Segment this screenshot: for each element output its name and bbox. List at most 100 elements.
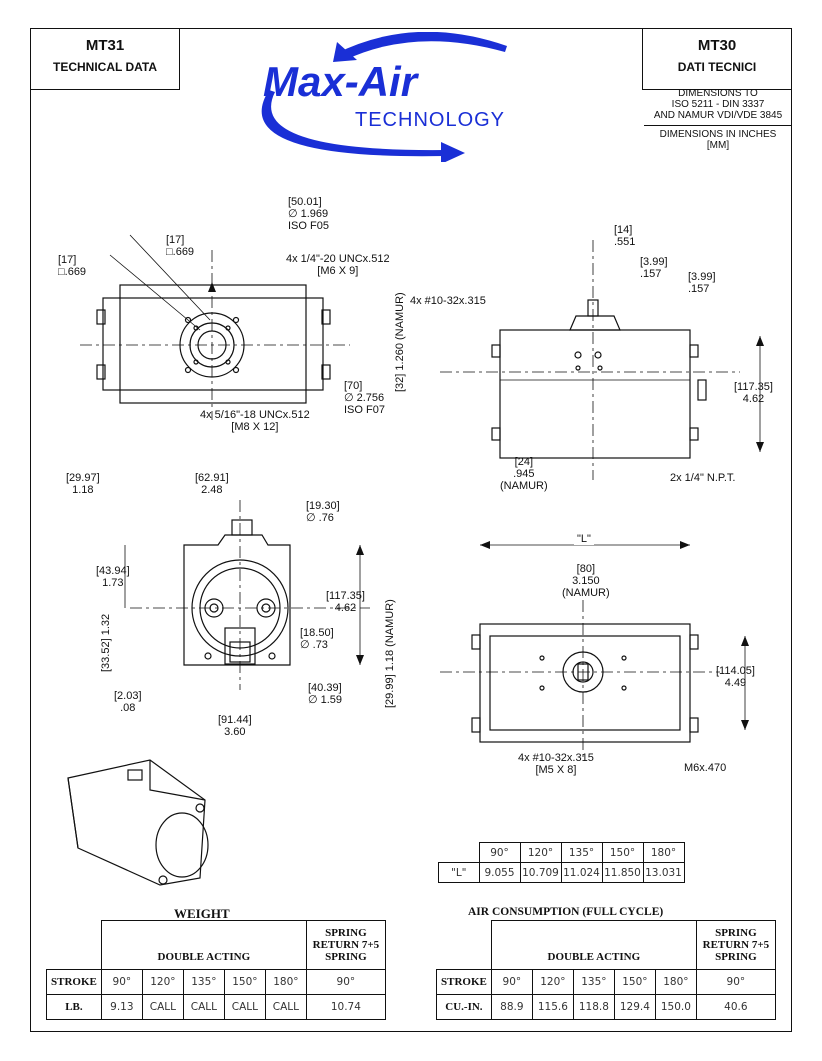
table-cell: CALL bbox=[264, 994, 307, 1020]
dim-text: [19.30] bbox=[306, 500, 340, 512]
table-cell: 180° bbox=[642, 842, 685, 863]
dim-text: [3.99] bbox=[640, 256, 668, 268]
dim-text: [17] bbox=[58, 254, 77, 266]
air-consumption-title: AIR CONSUMPTION (FULL CYCLE) bbox=[468, 906, 664, 918]
table-cell: 135° bbox=[182, 969, 225, 995]
dim-text: [3.99] bbox=[688, 271, 716, 283]
cu-in-label: CU.-IN. bbox=[436, 994, 492, 1020]
table-cell: 10.74 bbox=[305, 994, 386, 1020]
end-dim-1930: [19.30]∅ .76 bbox=[306, 500, 340, 524]
logo-swoosh-top bbox=[335, 32, 507, 60]
table-row: DOUBLE ACTING SPRING RETURN 7+5 SPRING bbox=[437, 920, 776, 970]
table-cell: 180° bbox=[264, 969, 307, 995]
side-dim-399-a: [3.99].157 bbox=[640, 256, 668, 280]
end-dim-3352: [33.52] 1.32 bbox=[100, 614, 112, 672]
side-namur-vertical: [32] 1.260 (NAMUR) bbox=[394, 292, 406, 392]
table-cell: "L" bbox=[438, 862, 480, 883]
top-dim-m8: 4x 5/16"-18 UNCx.512[M8 X 12] bbox=[200, 409, 310, 433]
dim-text: [117.35] bbox=[734, 381, 773, 393]
dim-text: 1.18 bbox=[384, 649, 396, 672]
dim-text: [17] bbox=[166, 234, 185, 246]
logo-main-text: Max-Air bbox=[263, 58, 420, 105]
side-npt-label: 2x 1/4" N.P.T. bbox=[670, 472, 736, 484]
end-dim-6291: [62.91]2.48 bbox=[195, 472, 229, 496]
header-right-box: MT30 DATI TECNICI bbox=[642, 28, 792, 90]
dim-text: ISO F07 bbox=[344, 404, 385, 416]
dim-text: .945 bbox=[513, 468, 535, 480]
dim-text: [62.91] bbox=[195, 472, 229, 484]
table-cell: 90° bbox=[100, 969, 143, 995]
bottom-m6-label: M6x.470 bbox=[684, 762, 727, 774]
table-cell: CALL bbox=[223, 994, 266, 1020]
dim-text: .551 bbox=[614, 236, 636, 248]
table-cell: 9.055 bbox=[478, 862, 521, 883]
table-row: LB. 9.13 CALL CALL CALL CALL 10.74 bbox=[46, 994, 386, 1020]
end-dim-9144: [91.44]3.60 bbox=[218, 714, 252, 738]
dim-text: 2.48 bbox=[201, 484, 223, 496]
side-dim-11735: [117.35]4.62 bbox=[734, 381, 773, 405]
dim-text: [29.97] bbox=[66, 472, 100, 484]
stroke-label: STROKE bbox=[436, 969, 492, 995]
logo-sub-text: TECHNOLOGY bbox=[355, 109, 505, 131]
bottom-view-drawing bbox=[440, 544, 746, 760]
table-cell: 120° bbox=[141, 969, 184, 995]
std-line-2: ISO 5211 - DIN 3337 bbox=[671, 99, 765, 110]
header-left-box: MT31 TECHNICAL DATA bbox=[30, 28, 180, 90]
bottom-dim-80: [80]3.150(NAMUR) bbox=[562, 563, 610, 599]
logo-arrow-head-top bbox=[333, 42, 357, 62]
dim-text: 4.49 bbox=[724, 677, 747, 689]
table-cell: 115.6 bbox=[531, 994, 574, 1020]
units-line-2: [MM] bbox=[706, 140, 730, 151]
dim-text: [18.50] bbox=[300, 627, 334, 639]
table-cell: 13.031 bbox=[642, 862, 685, 883]
bottom-holes-label: 4x #10-32x.315[M5 X 8] bbox=[518, 752, 594, 776]
standards-note: DIMENSIONS TO ISO 5211 - DIN 3337 AND NA… bbox=[644, 88, 792, 151]
max-air-logo: Max-Air TECHNOLOGY bbox=[261, 32, 507, 162]
dim-text: 4x 5/16"-18 UNCx.512 bbox=[200, 409, 310, 421]
top-dim-17-left: [17]□.669 bbox=[58, 254, 86, 278]
table-cell: 118.8 bbox=[572, 994, 615, 1020]
lb-label: LB. bbox=[46, 994, 102, 1020]
table-cell: 40.6 bbox=[695, 994, 776, 1020]
table-cell: 150.0 bbox=[654, 994, 697, 1020]
table-cell: 129.4 bbox=[613, 994, 656, 1020]
end-view-drawing bbox=[124, 500, 370, 690]
end-dim-4039: [40.39]∅ 1.59 bbox=[308, 682, 342, 706]
end-dim-2997: [29.97]1.18 bbox=[66, 472, 100, 496]
table-row: STROKE 90° 120° 135° 150° 180° 90° bbox=[436, 969, 776, 995]
table-cell: 150° bbox=[601, 842, 644, 863]
logo-arrow-head-bottom bbox=[441, 142, 465, 162]
end-dim-4394: [43.94]1.73 bbox=[96, 565, 130, 589]
dim-text: [91.44] bbox=[218, 714, 252, 726]
dim-text: [40.39] bbox=[308, 682, 342, 694]
dim-text: (NAMUR) bbox=[562, 587, 610, 599]
dim-text: [M6 X 9] bbox=[317, 265, 359, 277]
table-cell: 90° bbox=[695, 969, 776, 995]
dim-text: ISO F05 bbox=[288, 220, 329, 232]
dim-text: [70] bbox=[344, 380, 363, 392]
stroke-label: STROKE bbox=[46, 969, 102, 995]
double-acting-header: DOUBLE ACTING bbox=[490, 920, 697, 970]
dim-text: [43.94] bbox=[96, 565, 130, 577]
dim-text: ∅ 1.59 bbox=[308, 694, 343, 706]
model-code-left: MT31 bbox=[85, 37, 125, 54]
table-row: "L" 9.055 10.709 11.024 11.850 13.031 bbox=[438, 862, 685, 883]
side-dim-399-b: [3.99].157 bbox=[688, 271, 716, 295]
end-dim-203: [2.03].08 bbox=[114, 690, 142, 714]
dim-text: (NAMUR) bbox=[394, 292, 406, 340]
empty-cell bbox=[47, 921, 102, 970]
dim-text: 4.62 bbox=[334, 602, 357, 614]
dim-text: [114.05] bbox=[716, 665, 755, 677]
spring-return-header: SPRING RETURN 7+5 SPRING bbox=[305, 920, 386, 970]
side-view-drawing bbox=[440, 240, 761, 480]
table-cell: CALL bbox=[141, 994, 184, 1020]
table-cell: 11.850 bbox=[601, 862, 644, 883]
double-acting-header: DOUBLE ACTING bbox=[100, 920, 307, 970]
table-cell: CALL bbox=[182, 994, 225, 1020]
empty-cell bbox=[437, 921, 492, 970]
dim-text: [33.52] bbox=[100, 638, 112, 672]
side-dim-24: [24].945(NAMUR) bbox=[500, 456, 548, 492]
